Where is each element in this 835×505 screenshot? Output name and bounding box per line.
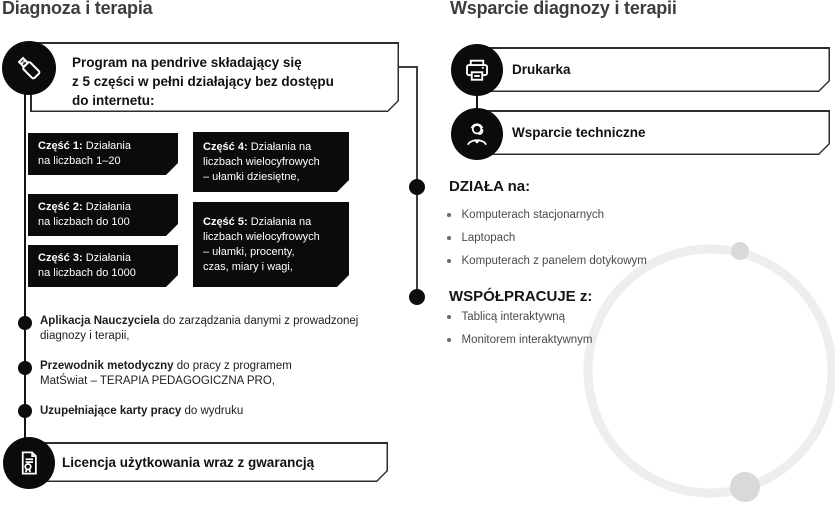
section-heading-cooperates-with: WSPÓŁPRACUJE z:	[449, 288, 593, 305]
list-bullet-icon	[447, 315, 451, 319]
section-heading-works-on: DZIAŁA na:	[449, 178, 531, 195]
printer-box: Drukarka	[470, 47, 830, 92]
license-icon-circle	[3, 437, 55, 489]
feature-rest: do zarządzania danymi z prowadzonej diag…	[40, 315, 359, 342]
part-box-5: Część 5: Działania na liczbach wielocyfr…	[193, 202, 349, 287]
part-box-1: Część 1: Działania na liczbach 1–20	[28, 133, 178, 175]
list-bullet-icon	[447, 213, 451, 217]
list-item: Komputerach z panelem dotykowym	[447, 253, 647, 269]
program-box: Program na pendrive składający się z 5 c…	[30, 42, 399, 112]
list-item: Komputerach stacjonarnych	[447, 207, 604, 223]
part-4-lead: Część 4:	[203, 140, 248, 153]
tech-support-box-label: Wsparcie techniczne	[512, 125, 646, 140]
part-box-2: Część 2: Działania na liczbach do 100	[28, 194, 178, 236]
feature-rest: do pracy z programem MatŚwiat – TERAPIA …	[40, 360, 292, 387]
tech-support-icon-circle	[451, 108, 503, 160]
program-icon-circle	[2, 41, 56, 95]
feature-bold: Aplikacja Nauczyciela	[40, 315, 160, 327]
printer-icon	[466, 59, 488, 81]
part-2-text: Działania na liczbach do 100	[38, 201, 131, 228]
list-item: Tablicą interaktywną	[447, 309, 565, 325]
bullet-node	[18, 404, 32, 418]
section-node	[409, 179, 425, 195]
part-1-lead: Część 1:	[38, 140, 83, 152]
usb-pendrive-icon	[17, 56, 41, 80]
feature-bold: Przewodnik metodyczny	[40, 360, 174, 372]
section-node	[409, 289, 425, 305]
list-item-label: Komputerach stacjonarnych	[461, 209, 605, 221]
list-item-label: Komputerach z panelem dotykowym	[461, 255, 647, 267]
bullet-node	[18, 361, 32, 375]
connector-line-horizontal	[398, 66, 418, 68]
feature-item-teacher-app: Aplikacja Nauczyciela do zarządzania dan…	[40, 314, 412, 344]
list-item-label: Laptopach	[461, 232, 516, 244]
license-label: Licencja użytkowania wraz z gwarancją	[62, 454, 315, 470]
feature-item-worksheets: Uzupełniające karty pracy do wydruku	[40, 404, 412, 419]
list-item: Laptopach	[447, 230, 515, 246]
left-column-title: Diagnoza i terapia	[2, 0, 153, 18]
part-3-lead: Część 3:	[38, 252, 83, 264]
right-column-title: Wsparcie diagnozy i terapii	[450, 0, 677, 18]
printer-icon-circle	[451, 44, 503, 96]
feature-rest: do wydruku	[181, 405, 244, 417]
left-timeline-line	[24, 68, 26, 463]
bullet-node	[18, 316, 32, 330]
tech-support-icon	[467, 123, 487, 146]
part-5-text: Działania na liczbach wielocyfrowych – u…	[203, 215, 320, 273]
printer-support-connector	[476, 92, 478, 112]
part-2-lead: Część 2:	[38, 201, 83, 213]
feature-bold: Uzupełniające karty pracy	[40, 405, 182, 417]
list-bullet-icon	[447, 259, 451, 263]
part-5-lead: Część 5:	[203, 215, 248, 228]
list-bullet-icon	[447, 338, 451, 342]
part-box-3: Część 3: Działania na liczbach do 1000	[28, 245, 178, 287]
part-3-text: Działania na liczbach do 1000	[38, 252, 136, 279]
program-box-text: Program na pendrive składający się z 5 c…	[72, 55, 334, 108]
license-certificate-icon	[21, 451, 37, 475]
part-1-text: Działania na liczbach 1–20	[38, 140, 131, 167]
license-box: Licencja użytkowania wraz z gwarancją	[30, 442, 388, 482]
list-item: Monitorem interaktywnym	[447, 332, 593, 348]
part-4-text: Działania na liczbach wielocyfrowych – u…	[203, 140, 320, 183]
list-bullet-icon	[447, 236, 451, 240]
feature-item-method-guide: Przewodnik metodyczny do pracy z program…	[40, 359, 412, 389]
printer-box-label: Drukarka	[512, 62, 571, 77]
list-item-label: Monitorem interaktywnym	[461, 334, 593, 346]
list-item-label: Tablicą interaktywną	[461, 311, 566, 323]
tech-support-box: Wsparcie techniczne	[470, 110, 830, 155]
part-box-4: Część 4: Działania na liczbach wielocyfr…	[193, 132, 349, 192]
